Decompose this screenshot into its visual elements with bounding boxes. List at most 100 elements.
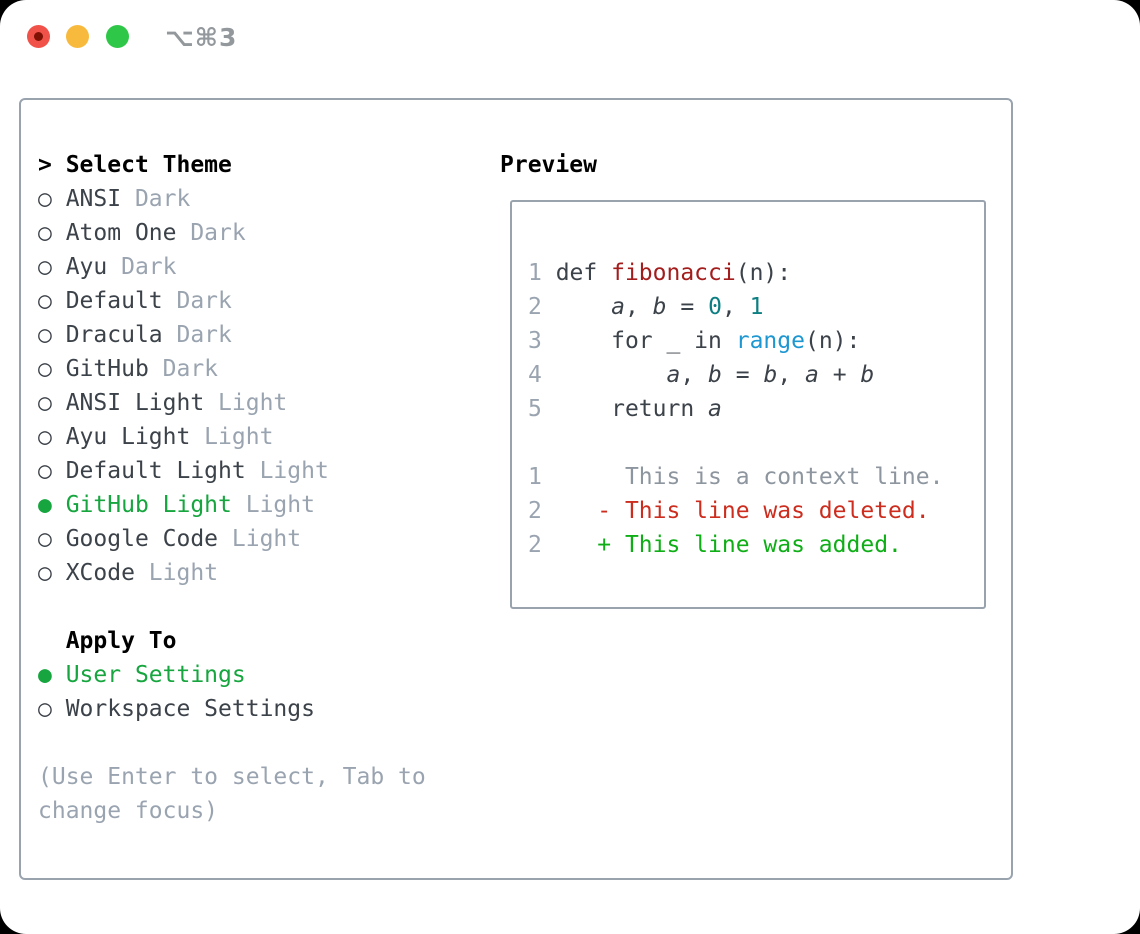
radio-unselected-icon: ○ <box>38 186 66 212</box>
theme-option-ansi-light-light[interactable]: ○ ANSI Light Light <box>38 386 426 420</box>
zoom-button[interactable] <box>106 25 129 48</box>
theme-option-default-dark[interactable]: ○ Default Dark <box>38 284 426 318</box>
code-line: 5 return a <box>528 392 943 426</box>
theme-variant-tag: Dark <box>121 186 191 212</box>
radio-unselected-icon: ○ <box>38 424 66 450</box>
minimize-button[interactable] <box>66 25 89 48</box>
code-line: 2 a, b = 0, 1 <box>528 290 943 324</box>
apply-option-label: Workspace Settings <box>65 696 315 722</box>
theme-option-dracula-dark[interactable]: ○ Dracula Dark <box>38 318 426 352</box>
code-token: , <box>777 362 806 388</box>
radio-unselected-icon: ○ <box>38 526 66 552</box>
theme-variant-tag: Light <box>231 492 315 518</box>
help-text: (Use Enter to select, Tab to <box>38 764 426 790</box>
code-token: = <box>721 362 764 388</box>
code-token: return <box>541 396 709 422</box>
theme-variant-tag: Light <box>204 390 288 416</box>
code-token: 3 <box>528 328 542 354</box>
code-token: - This line was deleted. <box>597 498 930 524</box>
code-token: + <box>818 362 861 388</box>
code-token: = <box>666 294 709 320</box>
radio-unselected-icon: ○ <box>38 390 66 416</box>
theme-option-xcode-light[interactable]: ○ XCode Light <box>38 556 426 590</box>
theme-option-ayu-dark[interactable]: ○ Ayu Dark <box>38 250 426 284</box>
help-text: change focus) <box>38 798 219 824</box>
apply-to-header: Apply To <box>38 624 426 658</box>
help-text-line: (Use Enter to select, Tab to <box>38 760 426 794</box>
theme-name: GitHub Light <box>65 492 232 518</box>
theme-name: ANSI Light <box>65 390 205 416</box>
code-token: a <box>666 362 681 388</box>
radio-selected-icon: ● <box>38 492 66 518</box>
theme-option-atom-one-dark[interactable]: ○ Atom One Dark <box>38 216 426 250</box>
radio-unselected-icon: ○ <box>38 458 66 484</box>
code-token: a <box>611 294 625 320</box>
code-token <box>542 532 597 558</box>
theme-option-default-light-light[interactable]: ○ Default Light Light <box>38 454 426 488</box>
radio-selected-icon: ● <box>38 662 66 688</box>
apply-option-workspace-settings[interactable]: ○ Workspace Settings <box>38 692 426 726</box>
code-token <box>542 362 667 388</box>
code-token: range <box>735 328 805 354</box>
code-token: 2 <box>528 498 542 524</box>
code-token: 0 <box>708 294 722 320</box>
code-token: , <box>680 362 709 388</box>
code-token: b <box>652 294 667 320</box>
select-theme-header: > Select Theme <box>38 148 426 182</box>
spacer <box>38 590 426 624</box>
theme-variant-tag: Light <box>218 526 302 552</box>
radio-unselected-icon: ○ <box>38 220 66 246</box>
code-token: 1 <box>528 464 542 490</box>
theme-name: Ayu Light <box>65 424 191 450</box>
apply-option-label: User Settings <box>65 662 246 688</box>
radio-unselected-icon: ○ <box>38 254 66 280</box>
code-token: 4 <box>528 362 542 388</box>
theme-variant-tag: Dark <box>148 356 219 382</box>
code-line: 2 + This line was added. <box>528 528 943 562</box>
code-line: 4 a, b = b, a + b <box>528 358 943 392</box>
code-token: b <box>763 362 778 388</box>
unsaved-changes-dot <box>34 32 43 41</box>
code-line: 2 - This line was deleted. <box>528 494 943 528</box>
theme-name: Google Code <box>65 526 219 552</box>
close-button[interactable] <box>27 25 50 48</box>
theme-picker-pane: > Select Theme○ ANSI Dark○ Atom One Dark… <box>38 148 426 828</box>
apply-to-title: Apply To <box>38 628 177 654</box>
theme-name: Dracula <box>65 322 163 348</box>
code-line: 1 This is a context line. <box>528 460 943 494</box>
radio-unselected-icon: ○ <box>38 288 66 314</box>
theme-variant-tag: Dark <box>176 220 246 246</box>
theme-name: ANSI <box>65 186 122 212</box>
code-token: def <box>555 260 612 286</box>
theme-option-github-light-light[interactable]: ● GitHub Light Light <box>38 488 426 522</box>
code-token: 5 <box>528 396 542 422</box>
select-theme-title: Select Theme <box>65 152 232 178</box>
radio-unselected-icon: ○ <box>38 696 66 722</box>
code-token: for _ in <box>541 328 736 354</box>
theme-option-google-code-light[interactable]: ○ Google Code Light <box>38 522 426 556</box>
apply-option-user-settings[interactable]: ● User Settings <box>38 658 426 692</box>
theme-option-ansi-dark[interactable]: ○ ANSI Dark <box>38 182 426 216</box>
code-token <box>542 294 611 320</box>
theme-variant-tag: Dark <box>162 322 232 348</box>
radio-unselected-icon: ○ <box>38 356 66 382</box>
code-token: , <box>721 294 750 320</box>
code-token: + This line was added. <box>597 532 902 558</box>
code-blank-line <box>528 426 943 460</box>
code-token: 1 <box>528 260 556 286</box>
theme-option-github-dark[interactable]: ○ GitHub Dark <box>38 352 426 386</box>
code-token: 2 <box>528 294 542 320</box>
theme-name: XCode <box>65 560 135 586</box>
theme-option-ayu-light-light[interactable]: ○ Ayu Light Light <box>38 420 426 454</box>
theme-name: GitHub <box>65 356 149 382</box>
code-token <box>542 498 597 524</box>
code-line: 1 def fibonacci(n): <box>528 256 943 290</box>
code-token: b <box>860 362 875 388</box>
preview-header: Preview <box>500 152 597 178</box>
code-token: b <box>708 362 722 388</box>
theme-variant-tag: Light <box>134 560 219 586</box>
code-token: a <box>805 362 819 388</box>
